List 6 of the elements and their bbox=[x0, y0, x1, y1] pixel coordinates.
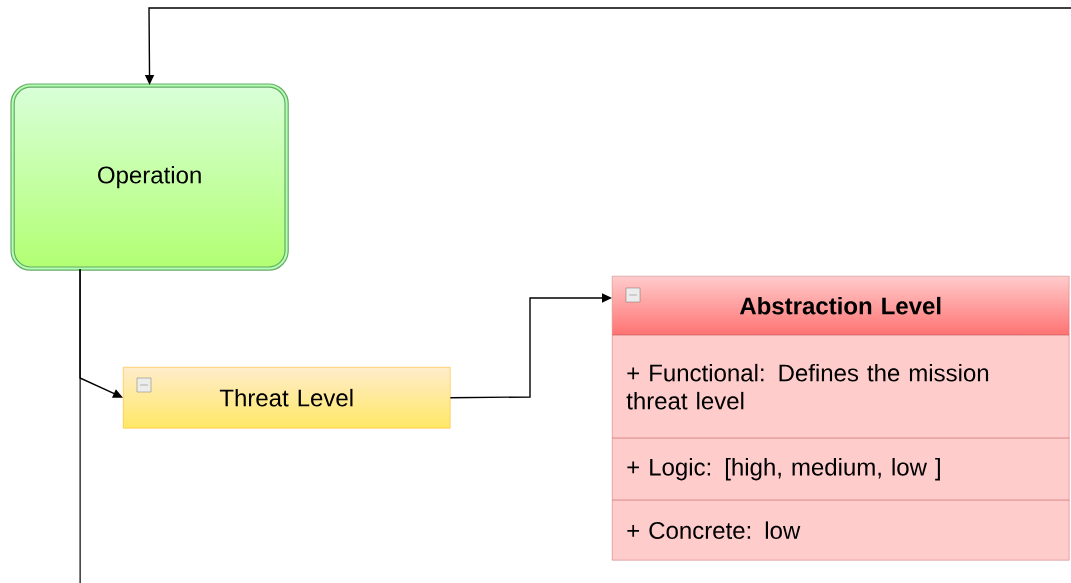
class-box: Threat Level bbox=[123, 367, 451, 429]
class-header: Abstraction Level bbox=[612, 276, 1070, 336]
class-attribute: + Logic: [high, medium, low ] bbox=[612, 438, 1070, 501]
class-attribute: + Concrete: low bbox=[612, 500, 1070, 561]
class-attribute: + Functional: Defines the mission threat level bbox=[612, 335, 1070, 439]
process-box: Operation bbox=[10, 83, 289, 271]
